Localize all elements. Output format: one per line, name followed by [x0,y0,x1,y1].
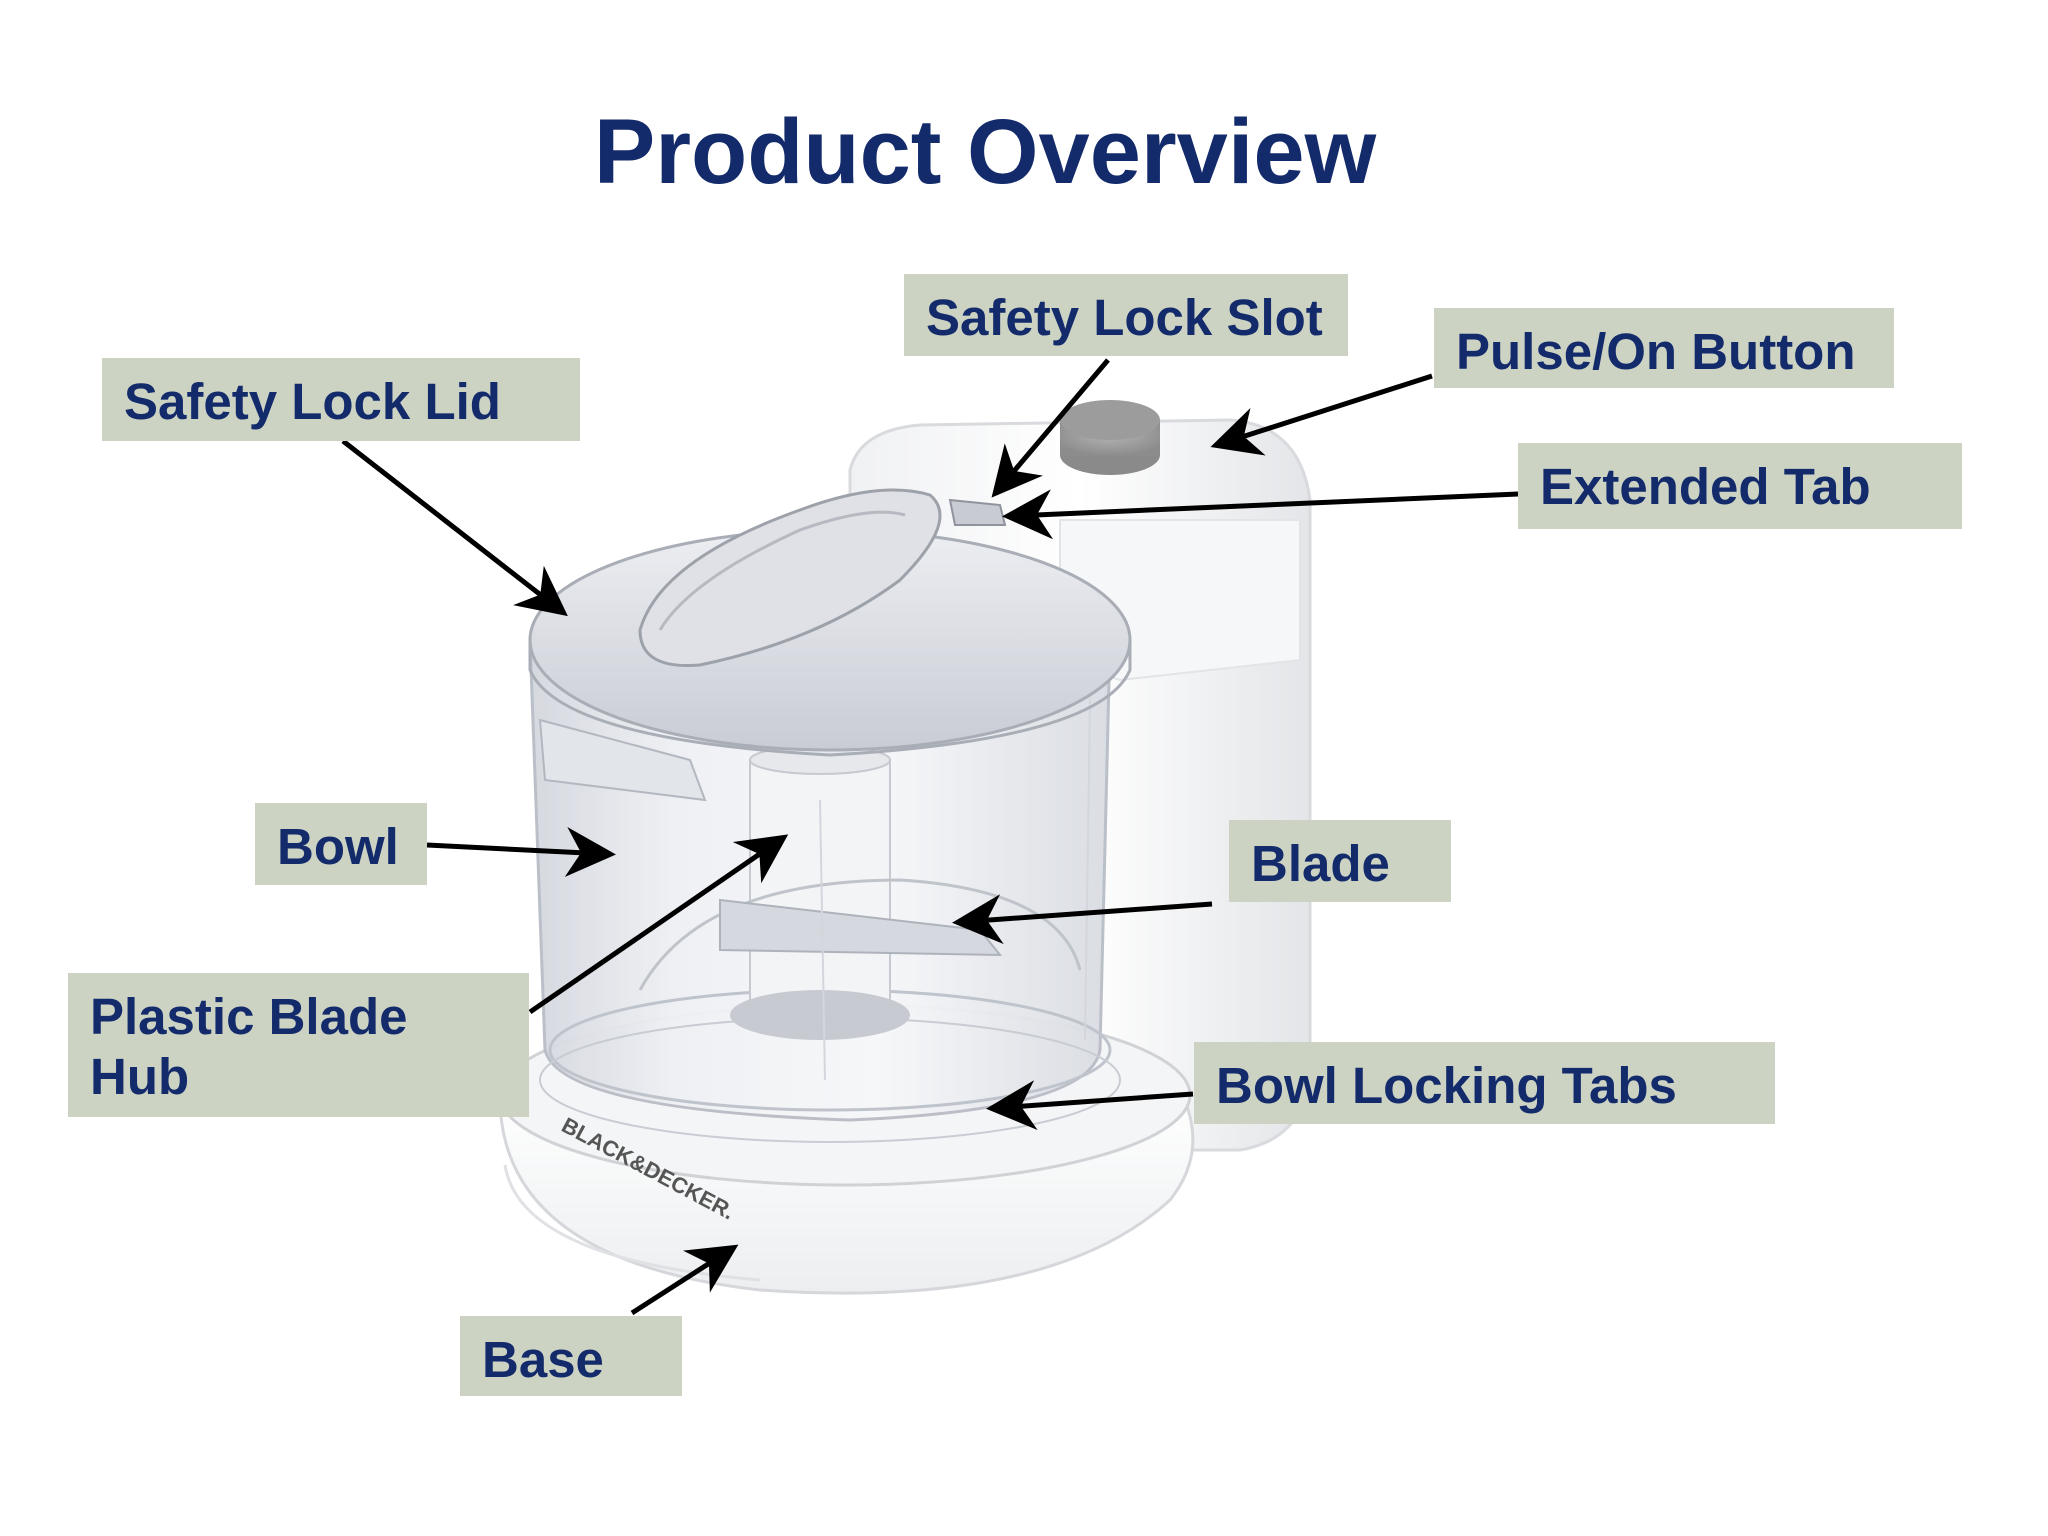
label-extended-tab: Extended Tab [1518,443,1962,529]
page-title: Product Overview [0,100,1970,205]
label-bowl-locking-tabs: Bowl Locking Tabs [1194,1042,1775,1124]
label-base: Base [460,1316,682,1396]
label-blade: Blade [1229,820,1451,902]
pulse-button-shape [1060,400,1160,475]
label-safety-lock-slot: Safety Lock Slot [904,274,1348,356]
arrow-pulse-on-button [1220,376,1432,444]
label-bowl: Bowl [255,803,427,885]
label-safety-lock-lid: Safety Lock Lid [102,358,580,441]
label-pulse-on-button: Pulse/On Button [1434,308,1894,388]
arrow-safety-lock-lid [343,441,560,610]
label-plastic-blade-hub: Plastic Blade Hub [68,973,529,1117]
